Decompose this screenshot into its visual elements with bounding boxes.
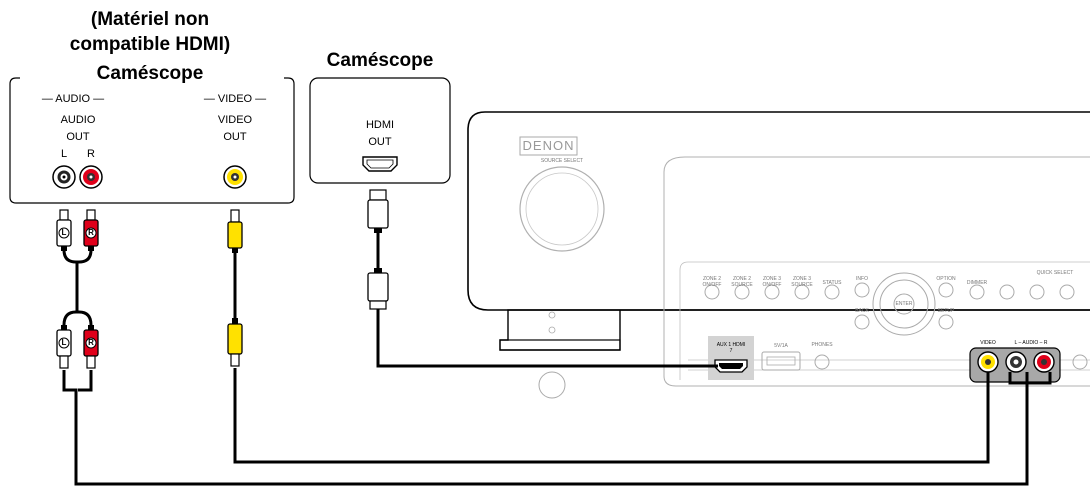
audio-plug-left-bottom-label: L: [61, 338, 67, 347]
audio-plug-right-top-label: R: [88, 228, 94, 237]
receiver-button-label-zone3-source: ZONE 3 SOURCE: [791, 276, 813, 288]
receiver-button-label-info: INFO: [856, 276, 868, 282]
audio-out-right-jack: [79, 165, 103, 189]
receiver-brand: DENON: [522, 138, 575, 153]
audio-plug-left-bottom: [56, 325, 72, 369]
video-group-label: — VIDEO —: [203, 93, 267, 105]
receiver-aux-port-label: AUX 1 HDMI 7: [716, 342, 746, 354]
video-plug-bottom: [227, 318, 243, 367]
hdmi-out-label-line2: OUT: [368, 136, 392, 148]
hdmi-out-label-line1: HDMI: [365, 119, 395, 131]
audio-plug-left-top-label: L: [61, 228, 67, 237]
receiver-usb-label: 5V/1A: [774, 343, 788, 349]
receiver-front-video-label: VIDEO: [980, 340, 996, 346]
audio-plug-left-top: [56, 209, 72, 251]
video-cable-run: [233, 368, 990, 464]
receiver-enter-label: ENTER: [895, 301, 913, 307]
audio-cable-upper: [62, 249, 93, 264]
receiver-button-label-option: OPTION: [936, 276, 956, 282]
nonhdmi-device-title-line3: Caméscope: [96, 63, 204, 84]
audio-out-left-jack: [52, 165, 76, 189]
receiver-button-label-zone2-source: ZONE 2 SOURCE: [731, 276, 753, 288]
audio-out-label-line1: AUDIO: [60, 114, 96, 126]
receiver-quick-select-label: QUICK SELECT: [1036, 270, 1074, 276]
av-receiver: [467, 111, 1090, 399]
receiver-button-label-zone3-onoff: ZONE 3 ON/OFF: [762, 276, 782, 288]
audio-right-label: R: [87, 148, 95, 160]
usb-port-icon: [761, 351, 801, 371]
receiver-button-label-phones: PHONES: [811, 342, 833, 348]
nonhdmi-device-title-line1: (Matériel non: [90, 9, 210, 30]
receiver-button-label-zone2-onoff: ZONE 2 ON/OFF: [702, 276, 722, 288]
receiver-button-label-status: STATUS: [822, 280, 842, 286]
audio-plug-right-top: [83, 209, 99, 251]
video-out-label-line2: OUT: [223, 131, 247, 143]
hdmi-out-port-icon: [362, 156, 398, 172]
video-out-jack: [223, 165, 247, 189]
receiver-button-label-dimmer: DIMMER: [966, 280, 988, 286]
receiver-button-row: [704, 282, 1088, 370]
audio-left-label: L: [60, 148, 68, 160]
front-av-input-panel: [969, 347, 1061, 383]
hdmi-cable-run: [376, 306, 718, 368]
hdmi-plug-bottom: [367, 268, 389, 310]
aux-hdmi-input-port: [708, 336, 754, 380]
hdmi-device-title: Caméscope: [326, 50, 434, 71]
audio-plug-right-bottom: [83, 325, 99, 369]
video-plug-top: [227, 209, 243, 253]
video-out-label-line1: VIDEO: [217, 114, 253, 126]
audio-plug-right-bottom-label: R: [88, 338, 94, 347]
hdmi-plug-top: [367, 189, 389, 233]
navigation-dial: [872, 272, 936, 336]
nonhdmi-camcorder-panel: [9, 77, 295, 204]
receiver-front-audio-label: L – AUDIO – R: [1014, 340, 1048, 346]
hdmi-camcorder-panel: [309, 77, 451, 184]
nonhdmi-device-title-line2: compatible HDMI): [69, 34, 231, 55]
audio-group-label: — AUDIO —: [41, 93, 105, 105]
cables: [62, 232, 1052, 486]
audio-cable-run: [62, 370, 1029, 486]
audio-cable-receiver-link: [1008, 372, 1052, 385]
audio-out-label-line2: OUT: [66, 131, 90, 143]
receiver-button-label-back: BACK: [855, 308, 869, 314]
receiver-source-select-label: SOURCE SELECT: [540, 158, 584, 164]
receiver-button-label-setup: SETUP: [937, 308, 955, 314]
